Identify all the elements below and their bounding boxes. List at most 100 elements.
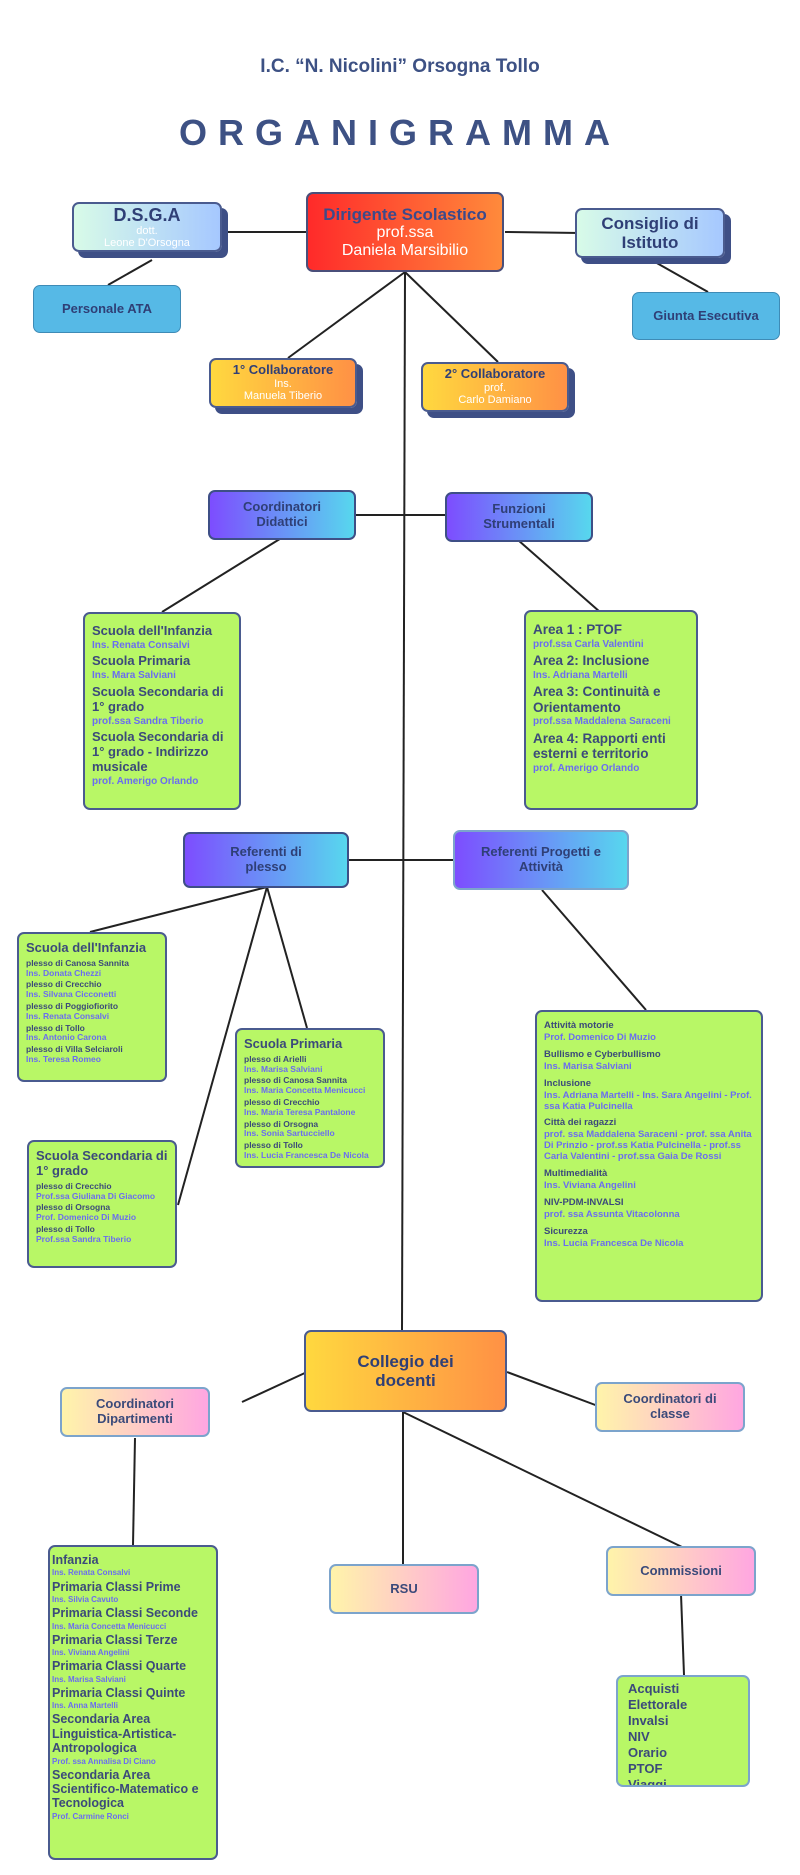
plesso-location: plesso di Arielli xyxy=(244,1053,307,1064)
plesso-person: Ins. Marisa Salviani xyxy=(244,1063,323,1074)
funzioni-heading: Area 4: Rapporti enti esterni e territor… xyxy=(533,730,666,762)
personale-ata-label: Personale ATA xyxy=(61,300,153,316)
collaboratore-2-node[interactable]: 2° Collaboratore prof. Carlo Damiano xyxy=(421,362,569,412)
commissione-item: Invalsi xyxy=(628,1712,669,1728)
coordinatori-didattici-node[interactable]: Coordinatori Didattici xyxy=(208,490,356,540)
dipartimento-heading: Primaria Classi Quinte xyxy=(52,1685,186,1700)
plesso-person: Prof. Domenico Di Muzio xyxy=(36,1212,137,1223)
commissioni-label: Commissioni xyxy=(640,1562,722,1578)
dipartimento-person: Ins. Silvia Cavuto xyxy=(52,1594,119,1604)
plesso-person: Ins. Lucia Francesca De Nicola xyxy=(244,1149,369,1160)
referenti-plesso-node[interactable]: Referenti di plesso xyxy=(183,832,349,888)
plesso-person: Ins. Maria Teresa Pantalone xyxy=(244,1106,356,1117)
progetto-title: Città dei ragazzi xyxy=(544,1117,617,1129)
commissione-item: Elettorale xyxy=(628,1696,688,1712)
coordinatori-person: prof. Amerigo Orlando xyxy=(92,776,199,788)
collegio-label: Collegio dei docenti xyxy=(357,1351,454,1390)
commissioni-node[interactable]: Commissioni xyxy=(606,1546,756,1596)
dipartimento-person: Ins. Maria Concetta Menicucci xyxy=(52,1621,167,1631)
dsga-node[interactable]: D.S.G.A dott. Leone D'Orsogna xyxy=(72,202,222,252)
funzioni-person: Ins. Adriana Martelli xyxy=(533,669,628,681)
progetto-title: Attività motorie xyxy=(544,1020,614,1031)
dirigente-line1: prof.ssa xyxy=(376,223,434,241)
collaboratore-2-line2: Carlo Damiano xyxy=(458,394,532,407)
school-name: I.C. “N. Nicolini” Orsogna Tollo xyxy=(260,56,540,77)
rsu-node[interactable]: RSU xyxy=(329,1564,479,1614)
plesso-location: plesso di Tollo xyxy=(26,1022,85,1033)
funzioni-heading: Area 1 : PTOF xyxy=(533,622,623,637)
plesso-location: plesso di Tollo xyxy=(244,1140,303,1151)
dipartimento-person: Ins. Anna Martelli xyxy=(52,1701,118,1711)
plesso-person: Prof.ssa Giuliana Di Giacomo xyxy=(36,1190,156,1201)
coordinatori-classe-label: Coordinatori di classe xyxy=(623,1391,717,1421)
plesso-person: Ins. Renata Consalvi xyxy=(26,1010,110,1021)
plesso-location: plesso di Canosa Sannita xyxy=(244,1075,347,1086)
dipartimento-person: Prof. ssa Annalisa Di Ciano xyxy=(52,1756,156,1766)
progetto-person: Ins. Adriana Martelli - Ins. Sara Angeli… xyxy=(544,1089,752,1112)
coordinatori-heading: Scuola Secondaria di 1° grado - Indirizz… xyxy=(92,729,224,775)
plesso-location: plesso di Crecchio xyxy=(36,1180,112,1191)
giunta-node[interactable]: Giunta Esecutiva xyxy=(632,292,780,340)
progetto-title: Sicurezza xyxy=(544,1225,588,1237)
commissione-item: Acquisti xyxy=(628,1681,680,1696)
dipartimento-heading: Secondaria Area Linguistica-Artistica-An… xyxy=(52,1712,177,1756)
dsga-line2: Leone D'Orsogna xyxy=(104,237,190,250)
coordinatori-person: Ins. Renata Consalvi xyxy=(92,639,190,651)
giunta-label: Giunta Esecutiva xyxy=(653,307,759,323)
funzioni-person: prof.ssa Carla Valentini xyxy=(533,638,644,650)
dipartimento-heading: Primaria Classi Terze xyxy=(52,1632,178,1647)
collaboratore-1-node[interactable]: 1° Collaboratore Ins. Manuela Tiberio xyxy=(209,358,357,408)
coordinatori-heading: Scuola Secondaria di 1° grado xyxy=(92,683,224,714)
funzioni-person: prof. Amerigo Orlando xyxy=(533,762,640,774)
progetto-person: Ins. Marisa Salviani xyxy=(544,1060,632,1072)
personale-ata-node[interactable]: Personale ATA xyxy=(33,285,181,333)
plesso-location: plesso di Poggiofiorito xyxy=(26,1001,119,1011)
commissione-item: PTOF xyxy=(628,1760,663,1776)
progetto-person: Ins. Lucia Francesca De Nicola xyxy=(544,1237,684,1249)
dipartimento-heading: Primaria Classi Prime xyxy=(52,1579,181,1594)
funzioni-person: prof.ssa Maddalena Saraceni xyxy=(533,716,671,728)
collaboratore-1-line1: Ins. xyxy=(274,377,292,390)
dirigente-title: Dirigente Scolastico xyxy=(323,204,487,224)
dsga-line1: dott. xyxy=(136,224,158,237)
referenti-progetti-node[interactable]: Referenti Progetti e Attività xyxy=(453,830,629,890)
progetto-title: Bullismo e Cyberbullismo xyxy=(544,1048,661,1060)
progetto-person: prof. ssa Assunta Vitacolonna xyxy=(544,1208,680,1220)
plesso-title: Scuola Secondaria di 1° grado xyxy=(36,1148,168,1178)
plesso-location: plesso di Crecchio xyxy=(244,1097,320,1107)
progetto-title: Multimedialità xyxy=(544,1168,608,1180)
collegio-node[interactable]: Collegio dei docenti xyxy=(304,1330,507,1412)
dirigente-node[interactable]: Dirigente Scolastico prof.ssa Daniela Ma… xyxy=(306,192,504,272)
dipartimento-heading: Secondaria Area Scientifico-Matematico e… xyxy=(52,1767,199,1811)
plesso-person: Ins. Silvana Cicconetti xyxy=(26,989,117,1000)
collaboratore-1-line2: Manuela Tiberio xyxy=(243,390,323,403)
plesso-person: Ins. Antonio Carona xyxy=(26,1032,107,1043)
coordinatori-person: prof.ssa Sandra Tiberio xyxy=(92,715,204,727)
coordinatori-dipartimenti-node[interactable]: Coordinatori Dipartimenti xyxy=(60,1387,210,1437)
dipartimento-heading: Infanzia xyxy=(52,1553,99,1567)
plesso-person: Ins. Teresa Romeo xyxy=(26,1053,101,1064)
coordinatori-classe-node[interactable]: Coordinatori di classe xyxy=(595,1382,745,1432)
funzioni-strumentali-label: Funzioni Strumentali xyxy=(483,501,555,531)
consiglio-node[interactable]: Consiglio di Istituto xyxy=(575,208,725,258)
progetto-title: NIV-PDM-INVALSI xyxy=(544,1196,624,1208)
dsga-title: D.S.G.A xyxy=(113,204,181,225)
funzioni-strumentali-node[interactable]: Funzioni Strumentali xyxy=(445,492,593,542)
plesso-secondaria-box: Scuola Secondaria di 1° grado plesso di C… xyxy=(27,1140,177,1268)
dipartimento-person: Prof. Carmine Ronci xyxy=(52,1811,129,1821)
dipartimento-person: Ins. Viviana Angelini xyxy=(52,1648,130,1658)
plesso-title: Scuola dell'Infanzia xyxy=(26,940,147,955)
commissione-item: NIV xyxy=(628,1728,650,1744)
plesso-location: plesso di Orsogna xyxy=(36,1202,111,1213)
progetto-person: Prof. Domenico Di Muzio xyxy=(544,1031,656,1043)
dipartimento-heading: Primaria Classi Quarte xyxy=(52,1659,187,1674)
plesso-title: Scuola Primaria xyxy=(244,1036,343,1051)
coordinatori-person: Ins. Mara Salviani xyxy=(92,670,176,682)
commissione-item: Orario xyxy=(628,1744,668,1760)
plesso-location: plesso di Orsogna xyxy=(244,1118,319,1129)
